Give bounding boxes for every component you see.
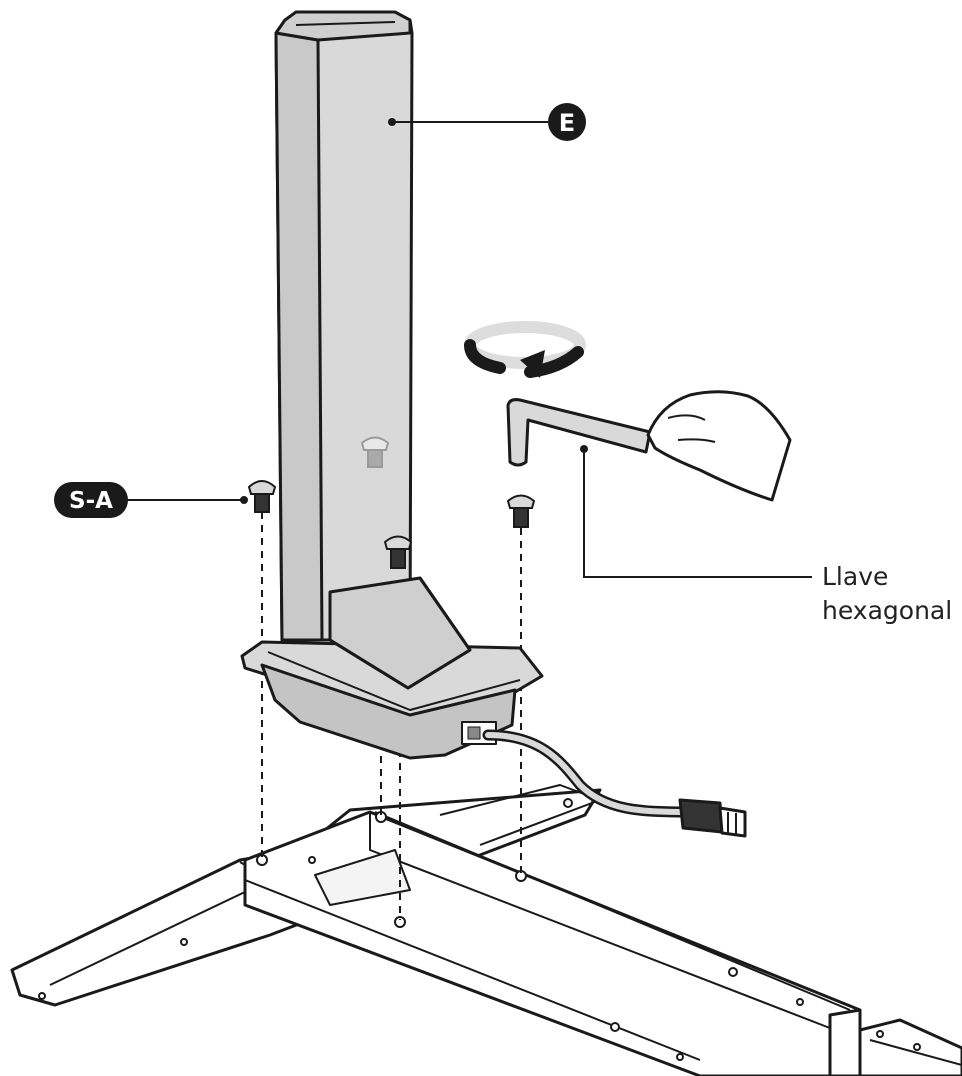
hex-key-icon xyxy=(506,398,652,467)
screw-icon xyxy=(360,436,390,468)
screw-icon xyxy=(383,535,413,569)
tool-label-line2: hexagonal xyxy=(822,596,953,625)
badge-e: E xyxy=(548,103,586,141)
screw-icon xyxy=(247,480,277,513)
motor-housing xyxy=(240,576,544,760)
cable-connector-icon xyxy=(678,798,747,838)
badge-sa: S-A xyxy=(54,482,128,518)
clockwise-rotation-arrow-icon xyxy=(464,321,586,378)
badge-e-text: E xyxy=(559,109,575,137)
tool-label: Llave hexagonal xyxy=(822,560,952,628)
badge-sa-text: S-A xyxy=(69,488,113,514)
hand-icon xyxy=(646,390,792,502)
screw-icon xyxy=(506,494,536,528)
column-leg xyxy=(274,10,414,642)
cross-beam xyxy=(243,810,862,1076)
callout-leader-tool xyxy=(580,445,812,578)
motor-cable xyxy=(482,729,691,818)
callout-leader-sa xyxy=(125,496,248,504)
tool-label-line1: Llave xyxy=(822,562,889,591)
callout-leader-e xyxy=(388,118,548,126)
desk-frame xyxy=(10,784,962,1076)
